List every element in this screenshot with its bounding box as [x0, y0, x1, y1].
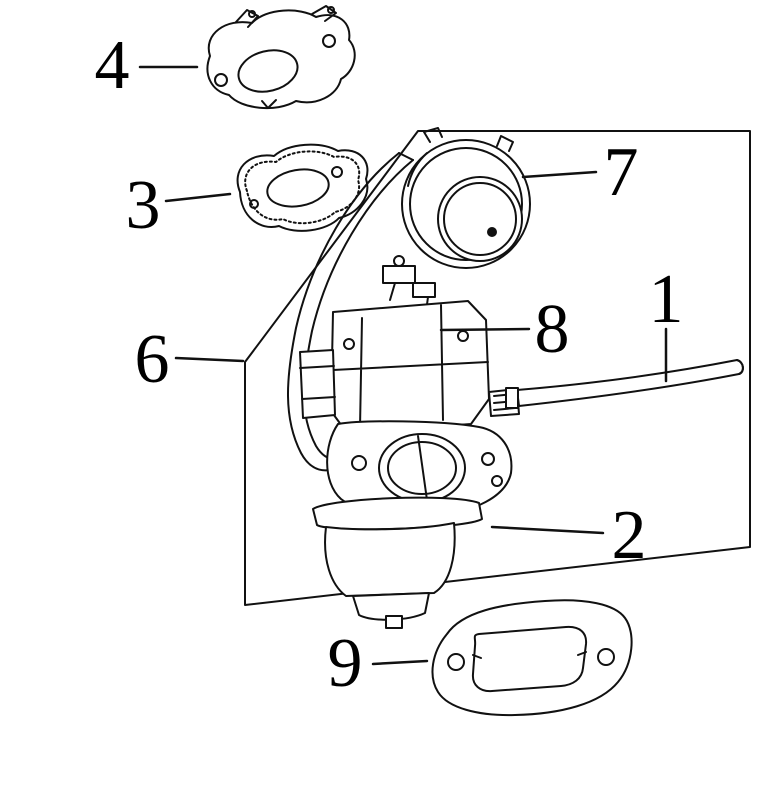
callout-label-3: 3	[125, 167, 161, 244]
part-carburetor-body	[299, 255, 520, 629]
callout-label-1: 1	[648, 261, 684, 338]
callout-label-7: 7	[603, 134, 639, 211]
callout-label-2: 2	[611, 497, 647, 574]
part-fuel-pipe	[505, 359, 744, 409]
leader-lines	[138, 65, 668, 666]
callout-label-8: 8	[534, 291, 570, 368]
callout-label-9: 9	[327, 625, 363, 702]
part-gasket-bottom	[431, 599, 633, 717]
part-choke-cover	[401, 127, 531, 269]
part-gasket-top	[236, 143, 369, 232]
callout-label-4: 4	[94, 27, 130, 104]
boundary-frame	[244, 130, 751, 606]
part-float-bowl	[312, 496, 483, 629]
part-insulator	[206, 5, 356, 110]
callout-label-6: 6	[134, 321, 170, 398]
